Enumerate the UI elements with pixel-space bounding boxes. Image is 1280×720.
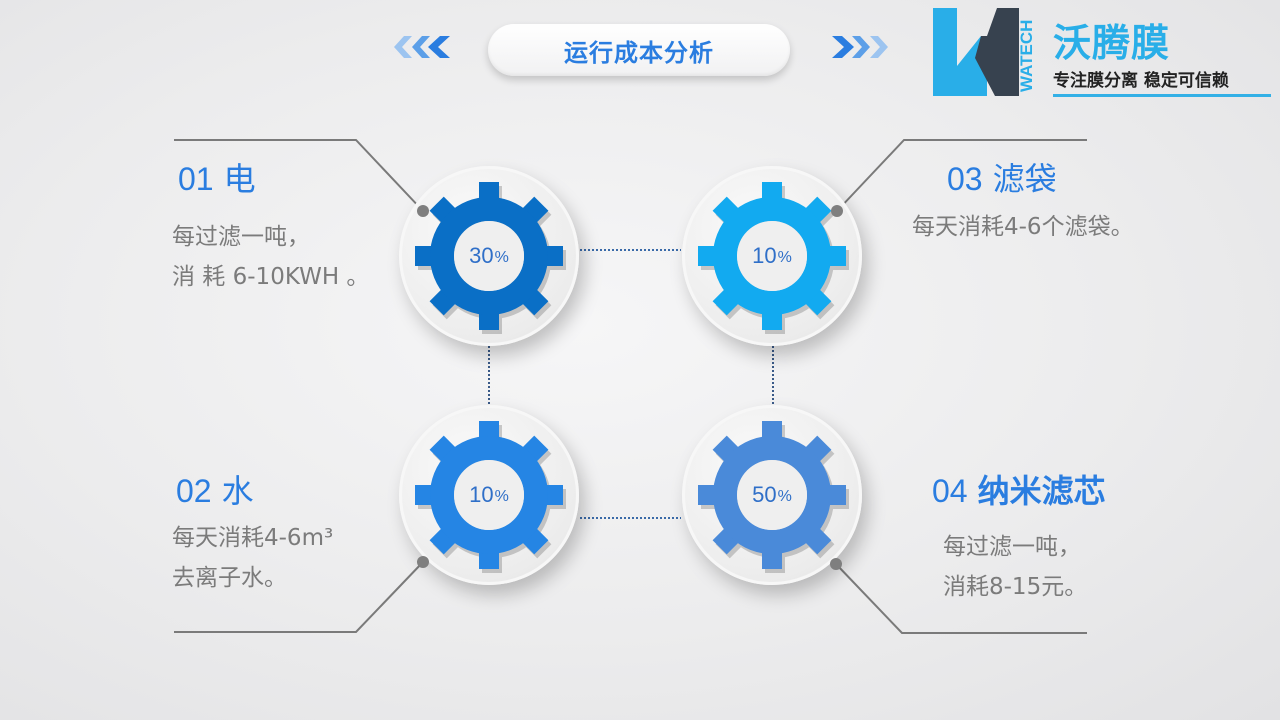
gear-disc-04: 50% [682, 405, 862, 585]
company-logo: WATECH 沃腾膜 专注膜分离 稳定可信赖 [933, 8, 1278, 100]
item-number: 04 [932, 473, 968, 509]
gear-disc-01: 30% [399, 166, 579, 346]
desc-line: 每天消耗4-6个滤袋。 [912, 214, 1134, 240]
item-name: 电 [223, 161, 256, 197]
percent-symbol: % [494, 488, 509, 505]
leader-line-04 [835, 563, 1087, 634]
brand-name: 沃腾膜 [1053, 21, 1171, 65]
item-desc-01: 每过滤一吨， 消 耗 6-10KWH 。 [172, 217, 369, 297]
desc-line: 消 耗 6-10KWH 。 [172, 264, 370, 290]
connector-dot-04 [830, 558, 842, 570]
item-number: 03 [947, 161, 983, 197]
percent-value: 10 [469, 482, 494, 507]
desc-line: 去离子水。 [172, 565, 287, 591]
gear-hub [454, 460, 524, 530]
gear-ring [430, 436, 548, 554]
percent-value: 10 [752, 243, 777, 268]
page-title-text: 运行成本分析 [564, 38, 714, 67]
leader-line-03 [836, 139, 1087, 212]
gear-icon [415, 182, 566, 334]
chevrons-left-icon [394, 36, 450, 58]
page-title: 运行成本分析 [488, 24, 790, 76]
gear-ring [430, 197, 548, 315]
logo-mark-text: WATECH [1017, 20, 1036, 92]
item-desc-03: 每天消耗4-6个滤袋。 [912, 207, 1134, 247]
watech-w-logo-icon: WATECH [933, 8, 1036, 96]
item-desc-02: 每天消耗4-6m³ 去离子水。 [172, 518, 333, 598]
leader-line-02 [174, 561, 424, 633]
gear-icon [415, 421, 566, 573]
desc-line: 消耗8-15元。 [943, 574, 1088, 600]
gear-icon [698, 182, 849, 334]
item-name: 纳米滤芯 [977, 473, 1106, 509]
item-name: 水 [221, 473, 254, 509]
gear-disc-03: 10% [682, 166, 862, 346]
desc-line: 每过滤一吨， [943, 534, 1081, 560]
connector-dot-01 [417, 205, 429, 217]
item-name: 滤袋 [992, 161, 1057, 197]
gear-percent-03: 10% [682, 166, 862, 346]
desc-line: 每天消耗4-6m³ [172, 525, 334, 551]
gear-percent-01: 30% [399, 166, 579, 346]
gear-percent-02: 10% [399, 405, 579, 585]
percent-symbol: % [494, 249, 509, 266]
brand-slogan: 专注膜分离 稳定可信赖 [1053, 71, 1229, 91]
percent-symbol: % [777, 488, 792, 505]
gear-ring [713, 197, 831, 315]
item-number: 02 [176, 473, 212, 509]
percent-symbol: % [777, 249, 792, 266]
item-desc-04: 每过滤一吨， 消耗8-15元。 [943, 527, 1087, 607]
percent-value: 50 [752, 482, 777, 507]
percent-value: 30 [469, 243, 494, 268]
gear-hub [737, 460, 807, 530]
gear-hub [454, 221, 524, 291]
gear-icon [698, 421, 849, 573]
logo-underline [1053, 94, 1271, 97]
connector-dot-02 [417, 556, 429, 568]
gear-ring [713, 436, 831, 554]
desc-line: 每过滤一吨， [172, 224, 310, 250]
connector-dot-03 [831, 205, 843, 217]
gear-percent-04: 50% [682, 405, 862, 585]
gear-hub [737, 221, 807, 291]
chevrons-right-icon [832, 36, 888, 58]
gear-disc-02: 10% [399, 405, 579, 585]
item-number: 01 [178, 161, 214, 197]
leader-line-01 [174, 139, 424, 212]
